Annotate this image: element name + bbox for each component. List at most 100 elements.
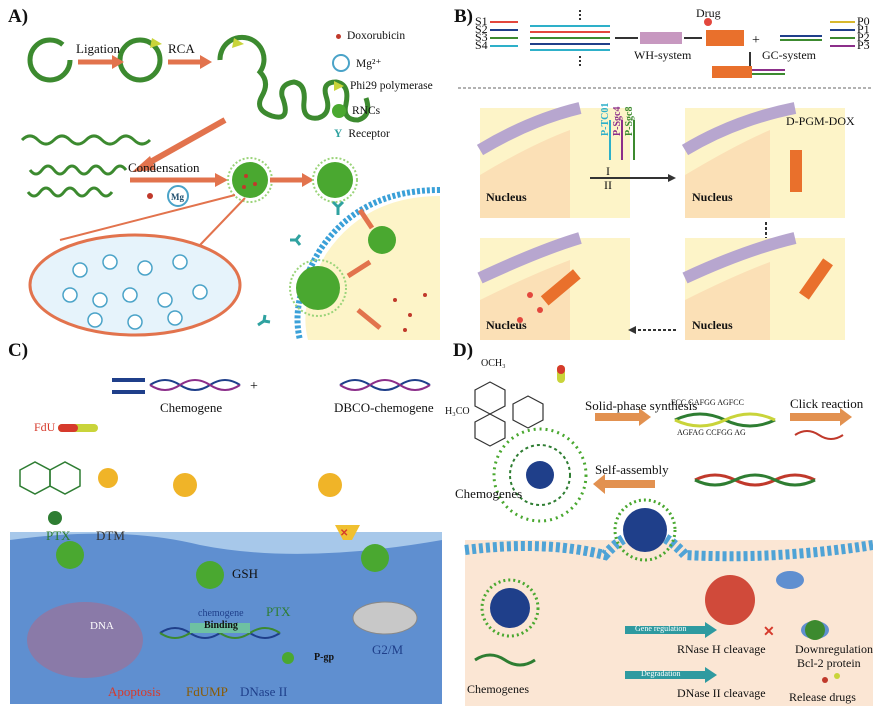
- legend-mg: Mg²⁺: [332, 54, 382, 72]
- ptx-molecule: [19, 461, 81, 495]
- wh-block: [640, 32, 682, 44]
- dbco-helix: [339, 379, 431, 391]
- legend-doxorubicin: Doxorubicin: [336, 30, 405, 42]
- micelle-1: [56, 541, 84, 569]
- rnc-particle-2: [317, 162, 353, 198]
- svg-text:✕: ✕: [763, 625, 775, 640]
- downregulation-label: Downregulation: [795, 642, 873, 656]
- micelle-in-membrane: [623, 508, 667, 552]
- arrow-cell-1: [357, 208, 375, 230]
- phi29-marker-1: [150, 38, 162, 48]
- self-assembly-label: Self-assembly: [595, 462, 669, 477]
- arrow-cell-3: [356, 308, 382, 330]
- cell-frame-2: [681, 102, 845, 218]
- conjugate-ball-1: [173, 473, 197, 497]
- pgp-pump: [335, 525, 360, 540]
- panel-b: B) +: [450, 0, 873, 350]
- strand-p1: P1: [857, 22, 870, 36]
- vesicle-1: [776, 571, 804, 589]
- phi29-icon: [334, 81, 344, 91]
- strand-s1: S1: [475, 14, 488, 28]
- strand-s3: S3: [475, 30, 488, 44]
- drug-dot: [704, 18, 712, 26]
- arrow-self-assembly: [605, 480, 655, 488]
- fdump-label: FdUMP: [186, 684, 228, 699]
- apoptosis-label: Apoptosis: [108, 684, 161, 699]
- dnase-ii-cleavage-label: DNase II cleavage: [677, 686, 766, 700]
- n3-strand: [794, 430, 844, 440]
- rnc-in-cell-2: [296, 266, 340, 310]
- g2m-label: G2/M: [372, 642, 404, 657]
- panel-b-label: B): [454, 6, 473, 27]
- panel-c-diagram: + ✕: [10, 378, 442, 704]
- rnc-in-cell-1: [368, 226, 396, 254]
- cell-frame-1: [476, 102, 630, 218]
- rnc-icon: [332, 104, 346, 118]
- chemogene-micelle-cell: [490, 588, 530, 628]
- phi29-marker-2: [232, 38, 244, 48]
- ssdna-strand-3: [26, 186, 114, 198]
- gsh-label: GSH: [232, 566, 259, 581]
- micelle-3: [361, 544, 389, 572]
- arrow-solid-phase: [595, 413, 639, 421]
- doxorubicin-icon: [336, 33, 341, 39]
- step-condensation: Condensation: [128, 160, 200, 175]
- click-reaction-label: Click reaction: [790, 396, 864, 411]
- nucleus-label-4: Nucleus: [692, 318, 733, 332]
- strand-p0: P0: [857, 14, 870, 28]
- d-pgm-dox-label: D-PGM-DOX: [786, 114, 855, 128]
- chemogene-binding-label: chemogene: [198, 608, 244, 619]
- panel-c: C) + ✕: [0, 340, 445, 706]
- rnase-h-label: RNase H cleavage: [677, 642, 766, 656]
- probe-sgc8: P-Sgc8: [624, 106, 635, 136]
- svg-text:+: +: [752, 33, 760, 48]
- helix-cell: [474, 653, 536, 667]
- dox-dot: [147, 193, 153, 199]
- bcl2-label: Bcl-2 protein: [797, 656, 861, 670]
- gene-regulation-label: Gene regulation: [635, 624, 687, 633]
- cell-frame-3: [477, 232, 630, 340]
- panel-a-diagram: Mg: [20, 34, 440, 340]
- golgi: [27, 602, 143, 678]
- seq-top: FCC GAFGG AGFCC: [671, 398, 744, 407]
- strand-s4: S4: [475, 38, 488, 52]
- strand-s2: S2: [475, 22, 488, 36]
- dna-label: DNA: [90, 620, 114, 632]
- solid-phase-label: Solid-phase synthesis: [585, 398, 698, 413]
- legend-receptor: Y Receptor: [334, 128, 390, 140]
- panel-d: D): [445, 340, 873, 706]
- pgp-ball: [282, 652, 294, 664]
- d-pgm-dox-top: [712, 66, 752, 78]
- ssdna-strand-1: [20, 134, 152, 146]
- wh-system-label: WH-system: [634, 48, 692, 62]
- degradation-label: Degradation: [641, 669, 681, 678]
- panel-d-diagram: ✕: [464, 365, 873, 706]
- svg-text:✕: ✕: [340, 528, 348, 539]
- mg-text: Mg: [171, 192, 184, 202]
- drug-pill-2: [834, 673, 840, 679]
- seq-bottom: AGFAG CCFGG AG: [677, 428, 746, 437]
- fdu-label: FdU: [34, 420, 56, 434]
- binding-label: Binding: [204, 620, 238, 631]
- arrow-cell-2: [346, 259, 372, 279]
- micelle-2: [196, 561, 224, 589]
- gc-complex: [780, 35, 822, 41]
- h3co-label: H₃CO: [445, 406, 470, 417]
- conjugate-helix: [694, 473, 816, 487]
- probe-tc01: P-TC01: [600, 102, 611, 136]
- spherical-micelle: [492, 427, 588, 523]
- release-drugs-label: Release drugs: [789, 690, 856, 704]
- arrow-to-strand: [143, 117, 227, 168]
- cell-frame-4: [682, 232, 845, 340]
- chemogenes-cell-label: Chemogenes: [467, 682, 529, 696]
- chemogene-helix: [149, 379, 241, 391]
- svg-text:+: +: [250, 379, 258, 394]
- receptor-icons: [257, 200, 345, 327]
- roman-ii: II: [604, 178, 612, 192]
- panel-d-label: D): [453, 340, 474, 361]
- ptx-label: PTX: [46, 528, 71, 543]
- drug-pill-1: [822, 677, 828, 683]
- strand-p2: P2: [857, 30, 870, 44]
- dtm-ball: [98, 468, 118, 488]
- arrow-click: [790, 413, 840, 421]
